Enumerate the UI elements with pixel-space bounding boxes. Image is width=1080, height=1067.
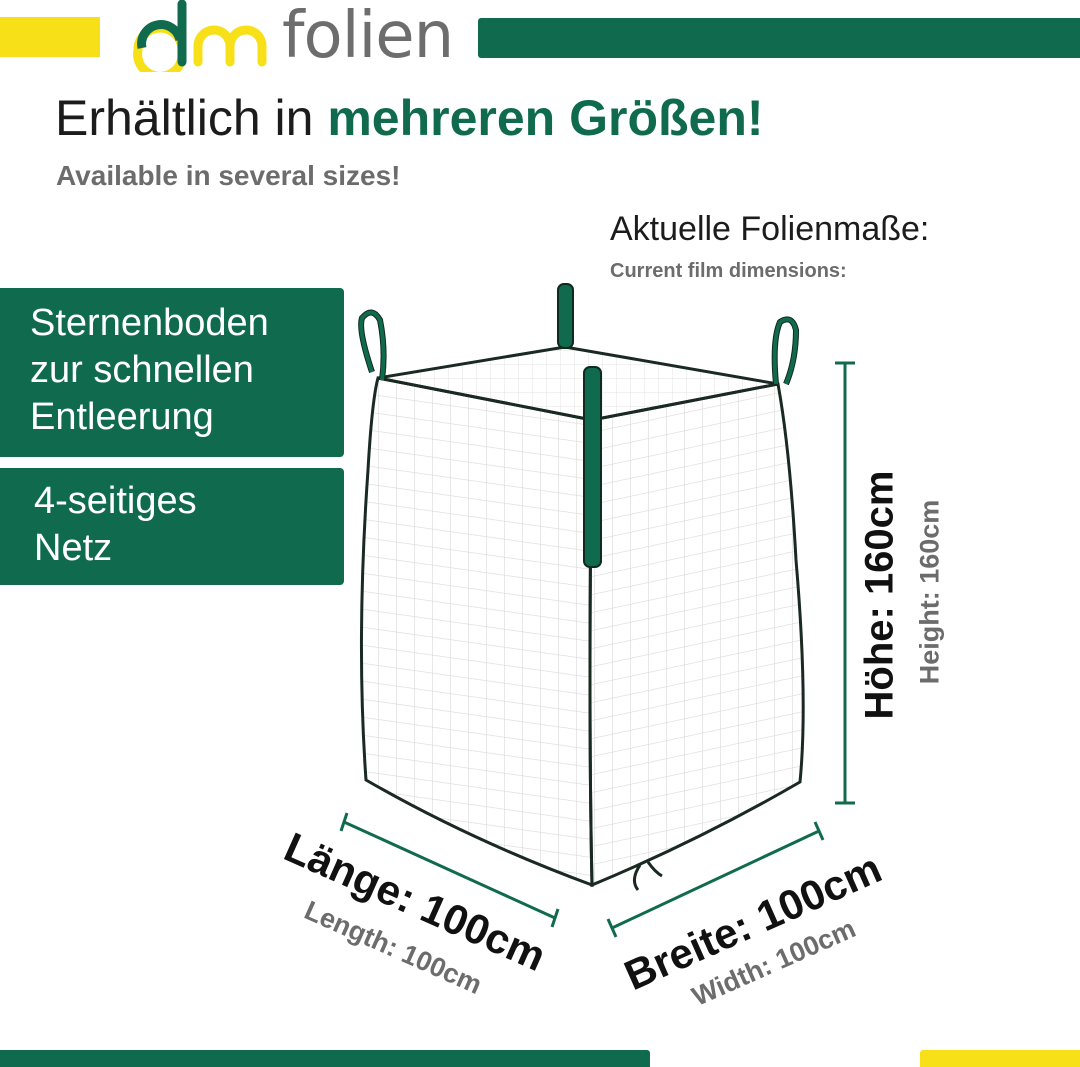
feature-line: 4-seitiges — [34, 480, 197, 522]
top-yellow-bar — [0, 17, 100, 57]
feature-line: Netz — [34, 527, 113, 569]
top-green-bar — [478, 18, 1080, 58]
feature-box-star-bottom: Sternenboden zur schnellen Entleerung — [0, 288, 344, 457]
feature-box-net: 4-seitiges Netz — [0, 468, 344, 585]
feature-line: zur schnellen — [30, 349, 254, 391]
dimensions-subtitle: Current film dimensions: — [610, 260, 847, 282]
feature-line: Entleerung — [30, 396, 214, 438]
dm-logo-icon — [133, 0, 267, 72]
height-label: Höhe: 160cm — [857, 470, 902, 720]
dimensions-title: Aktuelle Folienmaße: — [610, 210, 930, 248]
height-label-en: Height: 160cm — [914, 499, 945, 685]
feature-line: Sternenboden — [30, 302, 269, 344]
headline-highlight: mehreren Größen! — [327, 90, 764, 146]
bottom-green-bar — [0, 1050, 650, 1067]
headline-prefix: Erhältlich in — [55, 90, 328, 146]
headline: Erhältlich in mehreren Größen! — [55, 86, 764, 150]
bottom-yellow-bar — [920, 1050, 1080, 1067]
logo-wordmark: folien — [282, 0, 454, 73]
headline-subtitle: Available in several sizes! — [56, 160, 401, 191]
